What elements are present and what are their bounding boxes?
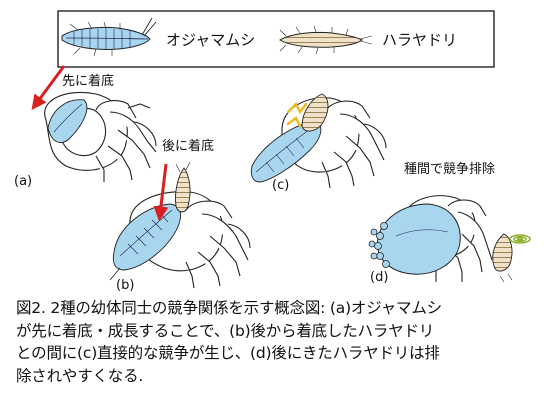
species-a-icon xyxy=(61,17,157,57)
panel-label-d: (d) xyxy=(370,270,388,285)
legend-box: オジャマムシ ハラヤドリ xyxy=(57,10,495,68)
species-a-juvenile-c xyxy=(250,121,322,183)
settle-arrow-first xyxy=(31,65,66,111)
species-b-juvenile-c xyxy=(301,93,329,132)
panel-label-b: (b) xyxy=(116,278,134,293)
panel-d: (d) xyxy=(368,195,531,285)
confusion-spiral-icon xyxy=(509,234,531,244)
panel-label-a: (a) xyxy=(14,174,32,189)
species-b-juvenile-d-expelled xyxy=(492,233,513,283)
label-later-settle: 後に着底 xyxy=(162,138,214,154)
caption-line-2: が先に着底・成長することで、(b)後から着底したハラヤドリ xyxy=(16,321,435,340)
figure-caption: 図2. 2種の幼体同士の競争関係を示す概念図: (a)オジャマムシ が先に着底・… xyxy=(16,297,538,387)
conflict-icon xyxy=(286,101,308,128)
species-a-adult-d xyxy=(368,203,461,275)
caption-line-4: 除されやすくなる. xyxy=(16,366,144,385)
settle-arrow-later xyxy=(153,163,169,222)
species-b-icon xyxy=(279,25,373,55)
panel-label-c: (c) xyxy=(272,178,289,193)
panel-c: (c) 種間で競争排除 xyxy=(250,93,495,193)
label-competitive-exclusion: 種間で競争排除 xyxy=(404,161,495,177)
species-a-juvenile-a xyxy=(47,99,88,144)
legend-label-species-b: ハラヤドリ xyxy=(382,31,457,49)
caption-line-3: との間に(c)直接的な競争が生じ、(d)後にきたハラヤドリは排 xyxy=(16,344,440,362)
panel-b: 後に着底 (b) xyxy=(109,138,251,293)
label-first-settle: 先に着底 xyxy=(62,73,114,89)
panel-a: 先に着底 (a) xyxy=(14,65,157,189)
species-b-juvenile-b xyxy=(175,161,191,213)
legend-label-species-a: オジャマムシ xyxy=(166,31,255,49)
caption-line-1: 図2. 2種の幼体同士の競争関係を示す概念図: (a)オジャマムシ xyxy=(16,299,442,317)
